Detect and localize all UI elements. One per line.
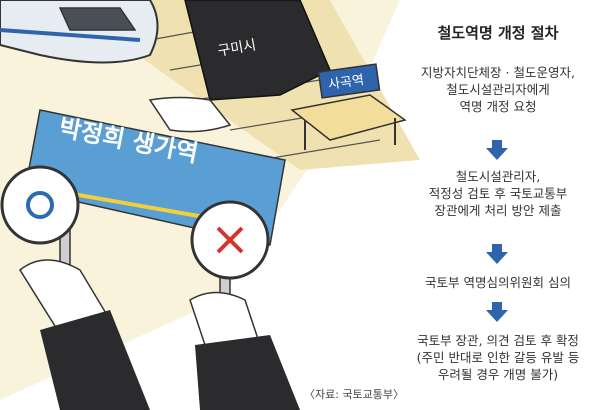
- hand: [148, 96, 232, 133]
- x-mark: [216, 226, 244, 254]
- train: [0, 0, 159, 64]
- o-mark: [26, 191, 54, 219]
- step-1-line-1: 지방자치단체장 · 철도운영자,: [421, 65, 575, 80]
- step-2-line-2: 적정성 검토 후 국토교통부: [428, 186, 568, 201]
- procedure-panel: 철도역명 개정 절차 지방자치단체장 · 철도운영자, 철도시설관리자에게 역명…: [402, 22, 594, 410]
- step-4: 국토부 장관, 의견 검토 후 확정 (주민 반대로 인한 갈등 유발 등 우려…: [402, 332, 594, 383]
- step-4-line-1: 국토부 장관, 의견 검토 후 확정: [417, 333, 579, 348]
- sleeve-kumi: 구미시: [184, 0, 331, 101]
- step-2-line-1: 철도시설관리자,: [455, 169, 541, 184]
- step-4-line-2: (주민 반대로 인한 갈등 유발 등: [416, 350, 580, 365]
- step-4-line-3: 우려될 경우 개명 불가): [437, 367, 559, 382]
- paddle-o: [0, 165, 150, 410]
- down-arrow-icon: [486, 140, 508, 160]
- step-2-line-3: 장관에게 처리 방안 제출: [434, 203, 562, 218]
- step-3-line-1: 국토부 역명심의위원회 심의: [425, 275, 571, 290]
- step-2: 철도시설관리자, 적정성 검토 후 국토교통부 장관에게 처리 방안 제출: [402, 168, 594, 219]
- source-note: 〈자료: 국토교통부〉: [304, 388, 405, 401]
- down-arrow-icon: [486, 302, 508, 322]
- sign-kumi: 구미시: [217, 37, 258, 59]
- paddle-x: [189, 200, 300, 410]
- station-sign: 사곡역: [327, 73, 365, 93]
- down-arrow-icon: [486, 244, 508, 264]
- step-1-line-3: 역명 개정 요청: [459, 99, 537, 114]
- step-3: 국토부 역명심의위원회 심의: [402, 274, 594, 291]
- step-1: 지방자치단체장 · 철도운영자, 철도시설관리자에게 역명 개정 요청: [402, 64, 594, 115]
- station-building: 사곡역: [290, 63, 407, 150]
- procedure-title: 철도역명 개정 절차: [437, 24, 559, 42]
- step-1-line-2: 철도시설관리자에게: [446, 82, 550, 97]
